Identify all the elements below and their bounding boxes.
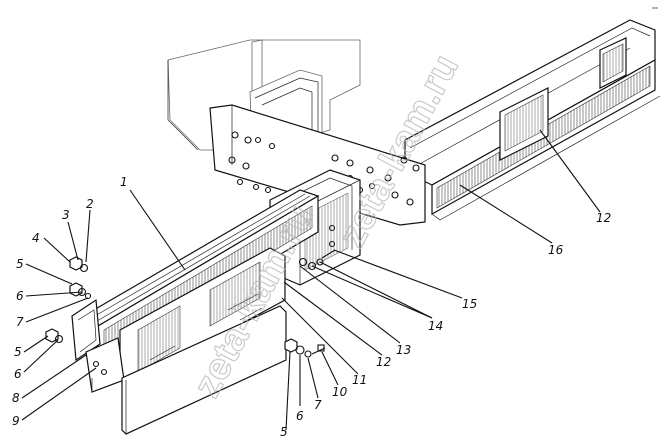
long-side-rail — [404, 19, 661, 221]
fastener-set-bottom — [284, 338, 326, 358]
callout-7a: 7 — [16, 315, 24, 329]
callout-4: 4 — [32, 231, 40, 245]
flange-plate — [209, 104, 426, 226]
callout-14: 14 — [428, 319, 443, 333]
crossmember-beam — [78, 189, 320, 384]
callout-5a: 5 — [16, 257, 24, 271]
fastener-set-left-lower — [45, 328, 64, 344]
callout-6b: 6 — [14, 367, 22, 381]
leader-lines — [21, 129, 601, 431]
callout-1: 1 — [120, 175, 128, 189]
lower-plate — [121, 305, 287, 435]
callout-12a: 12 — [376, 355, 391, 369]
callout-10: 10 — [332, 385, 348, 399]
callout-16: 16 — [548, 243, 564, 257]
callout-6a: 6 — [16, 289, 24, 303]
flange-bolt-holes — [228, 131, 420, 206]
callout-2: 2 — [86, 197, 94, 211]
callout-11: 11 — [352, 373, 367, 387]
callout-15: 15 — [462, 297, 477, 311]
callout-labels: 1 2 3 4 5 6 7 5 6 8 9 5 6 7 10 11 12 13 … — [12, 175, 611, 439]
callout-3: 3 — [62, 208, 70, 222]
callout-9: 9 — [12, 414, 20, 428]
callout-7c: 7 — [314, 398, 322, 412]
callout-13: 13 — [396, 343, 411, 357]
callout-12b: 12 — [596, 211, 611, 225]
callout-5b: 5 — [14, 345, 22, 359]
callout-5c: 5 — [280, 425, 288, 439]
callout-6c: 6 — [296, 409, 304, 423]
fastener-set-left-upper — [69, 256, 92, 300]
callout-8: 8 — [12, 391, 20, 405]
fastener-set-right — [298, 249, 336, 271]
